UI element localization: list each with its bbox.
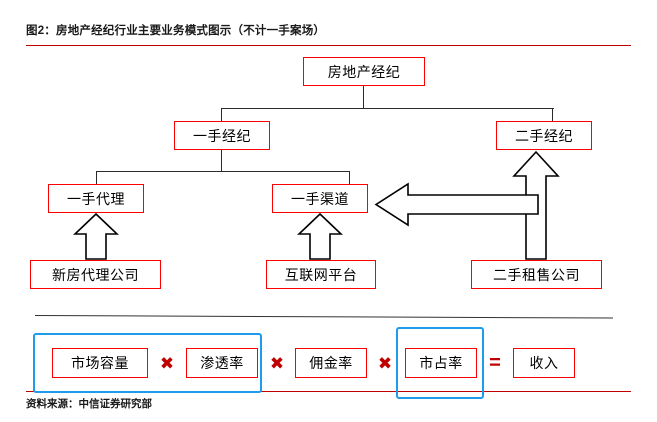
node-primary-channel[interactable]: 一手渠道 <box>272 184 368 213</box>
node-internet-platform-label: 互联网平台 <box>284 266 358 283</box>
node-secondhand-firm[interactable]: 二手租售公司 <box>471 260 602 289</box>
operator-multiply-3-glyph: ✖ <box>377 353 393 373</box>
formula-term-market-share[interactable]: 市占率 <box>405 348 477 378</box>
figure-top-rule <box>26 45 631 46</box>
arrow-up-internet-platform <box>296 212 344 260</box>
connector-root-bus <box>221 108 554 110</box>
operator-equals-glyph: = <box>489 352 501 374</box>
arrow-up-new-home-agent <box>72 212 120 260</box>
connector-primary-to-agency <box>96 171 98 184</box>
node-primary-channel-label: 一手渠道 <box>291 190 349 207</box>
connector-root-to-secondary <box>552 108 554 121</box>
formula-term-penetration-rate[interactable]: 渗透率 <box>186 348 258 378</box>
node-secondhand-firm-label: 二手租售公司 <box>493 266 580 283</box>
formula-term-penetration-rate-label: 渗透率 <box>200 355 244 371</box>
connector-primary-stem <box>221 149 223 172</box>
operator-multiply-2: ✖ <box>266 348 288 378</box>
highlight-group-market-share <box>396 327 484 399</box>
formula-term-market-capacity[interactable]: 市场容量 <box>52 348 148 378</box>
operator-multiply-2-glyph: ✖ <box>269 353 285 373</box>
node-primary-broker[interactable]: 一手经纪 <box>174 121 270 150</box>
operator-multiply-1-glyph: ✖ <box>159 353 175 373</box>
connector-root-stem <box>363 85 365 109</box>
connector-primary-to-channel <box>349 171 351 184</box>
connector-primary-bus <box>96 171 350 173</box>
node-primary-broker-label: 一手经纪 <box>193 127 251 144</box>
arrow-left-secondhand-to-channel <box>374 182 539 227</box>
formula-term-revenue-label: 收入 <box>529 355 559 371</box>
operator-equals: = <box>484 348 506 378</box>
formula-term-commission-rate-label: 佣金率 <box>309 355 353 371</box>
node-primary-agency[interactable]: 一手代理 <box>48 184 144 213</box>
formula-term-market-share-label: 市占率 <box>419 355 463 371</box>
figure-title: 图2：房地产经纪行业主要业务模式图示（不计一手案场） <box>26 25 326 37</box>
formula-term-revenue[interactable]: 收入 <box>513 348 575 378</box>
node-root[interactable]: 房地产经纪 <box>303 57 425 86</box>
formula-term-commission-rate[interactable]: 佣金率 <box>295 348 367 378</box>
highlight-group-capacity-penetration <box>33 333 262 393</box>
source-note: 资料来源：中信证券研究部 <box>26 398 152 410</box>
node-secondary-broker-label: 二手经纪 <box>515 127 573 144</box>
node-secondary-broker[interactable]: 二手经纪 <box>496 121 592 150</box>
node-primary-agency-label: 一手代理 <box>67 190 125 207</box>
connector-root-to-primary <box>221 108 223 121</box>
node-internet-platform[interactable]: 互联网平台 <box>266 260 376 289</box>
formula-term-market-capacity-label: 市场容量 <box>71 355 129 371</box>
node-new-home-agent-label: 新房代理公司 <box>52 266 139 283</box>
operator-multiply-3: ✖ <box>374 348 396 378</box>
figure-bottom-rule <box>26 391 631 392</box>
operator-multiply-1: ✖ <box>156 348 178 378</box>
node-new-home-agent[interactable]: 新房代理公司 <box>30 260 161 289</box>
node-root-label: 房地产经纪 <box>327 63 401 80</box>
section-divider <box>34 315 613 319</box>
